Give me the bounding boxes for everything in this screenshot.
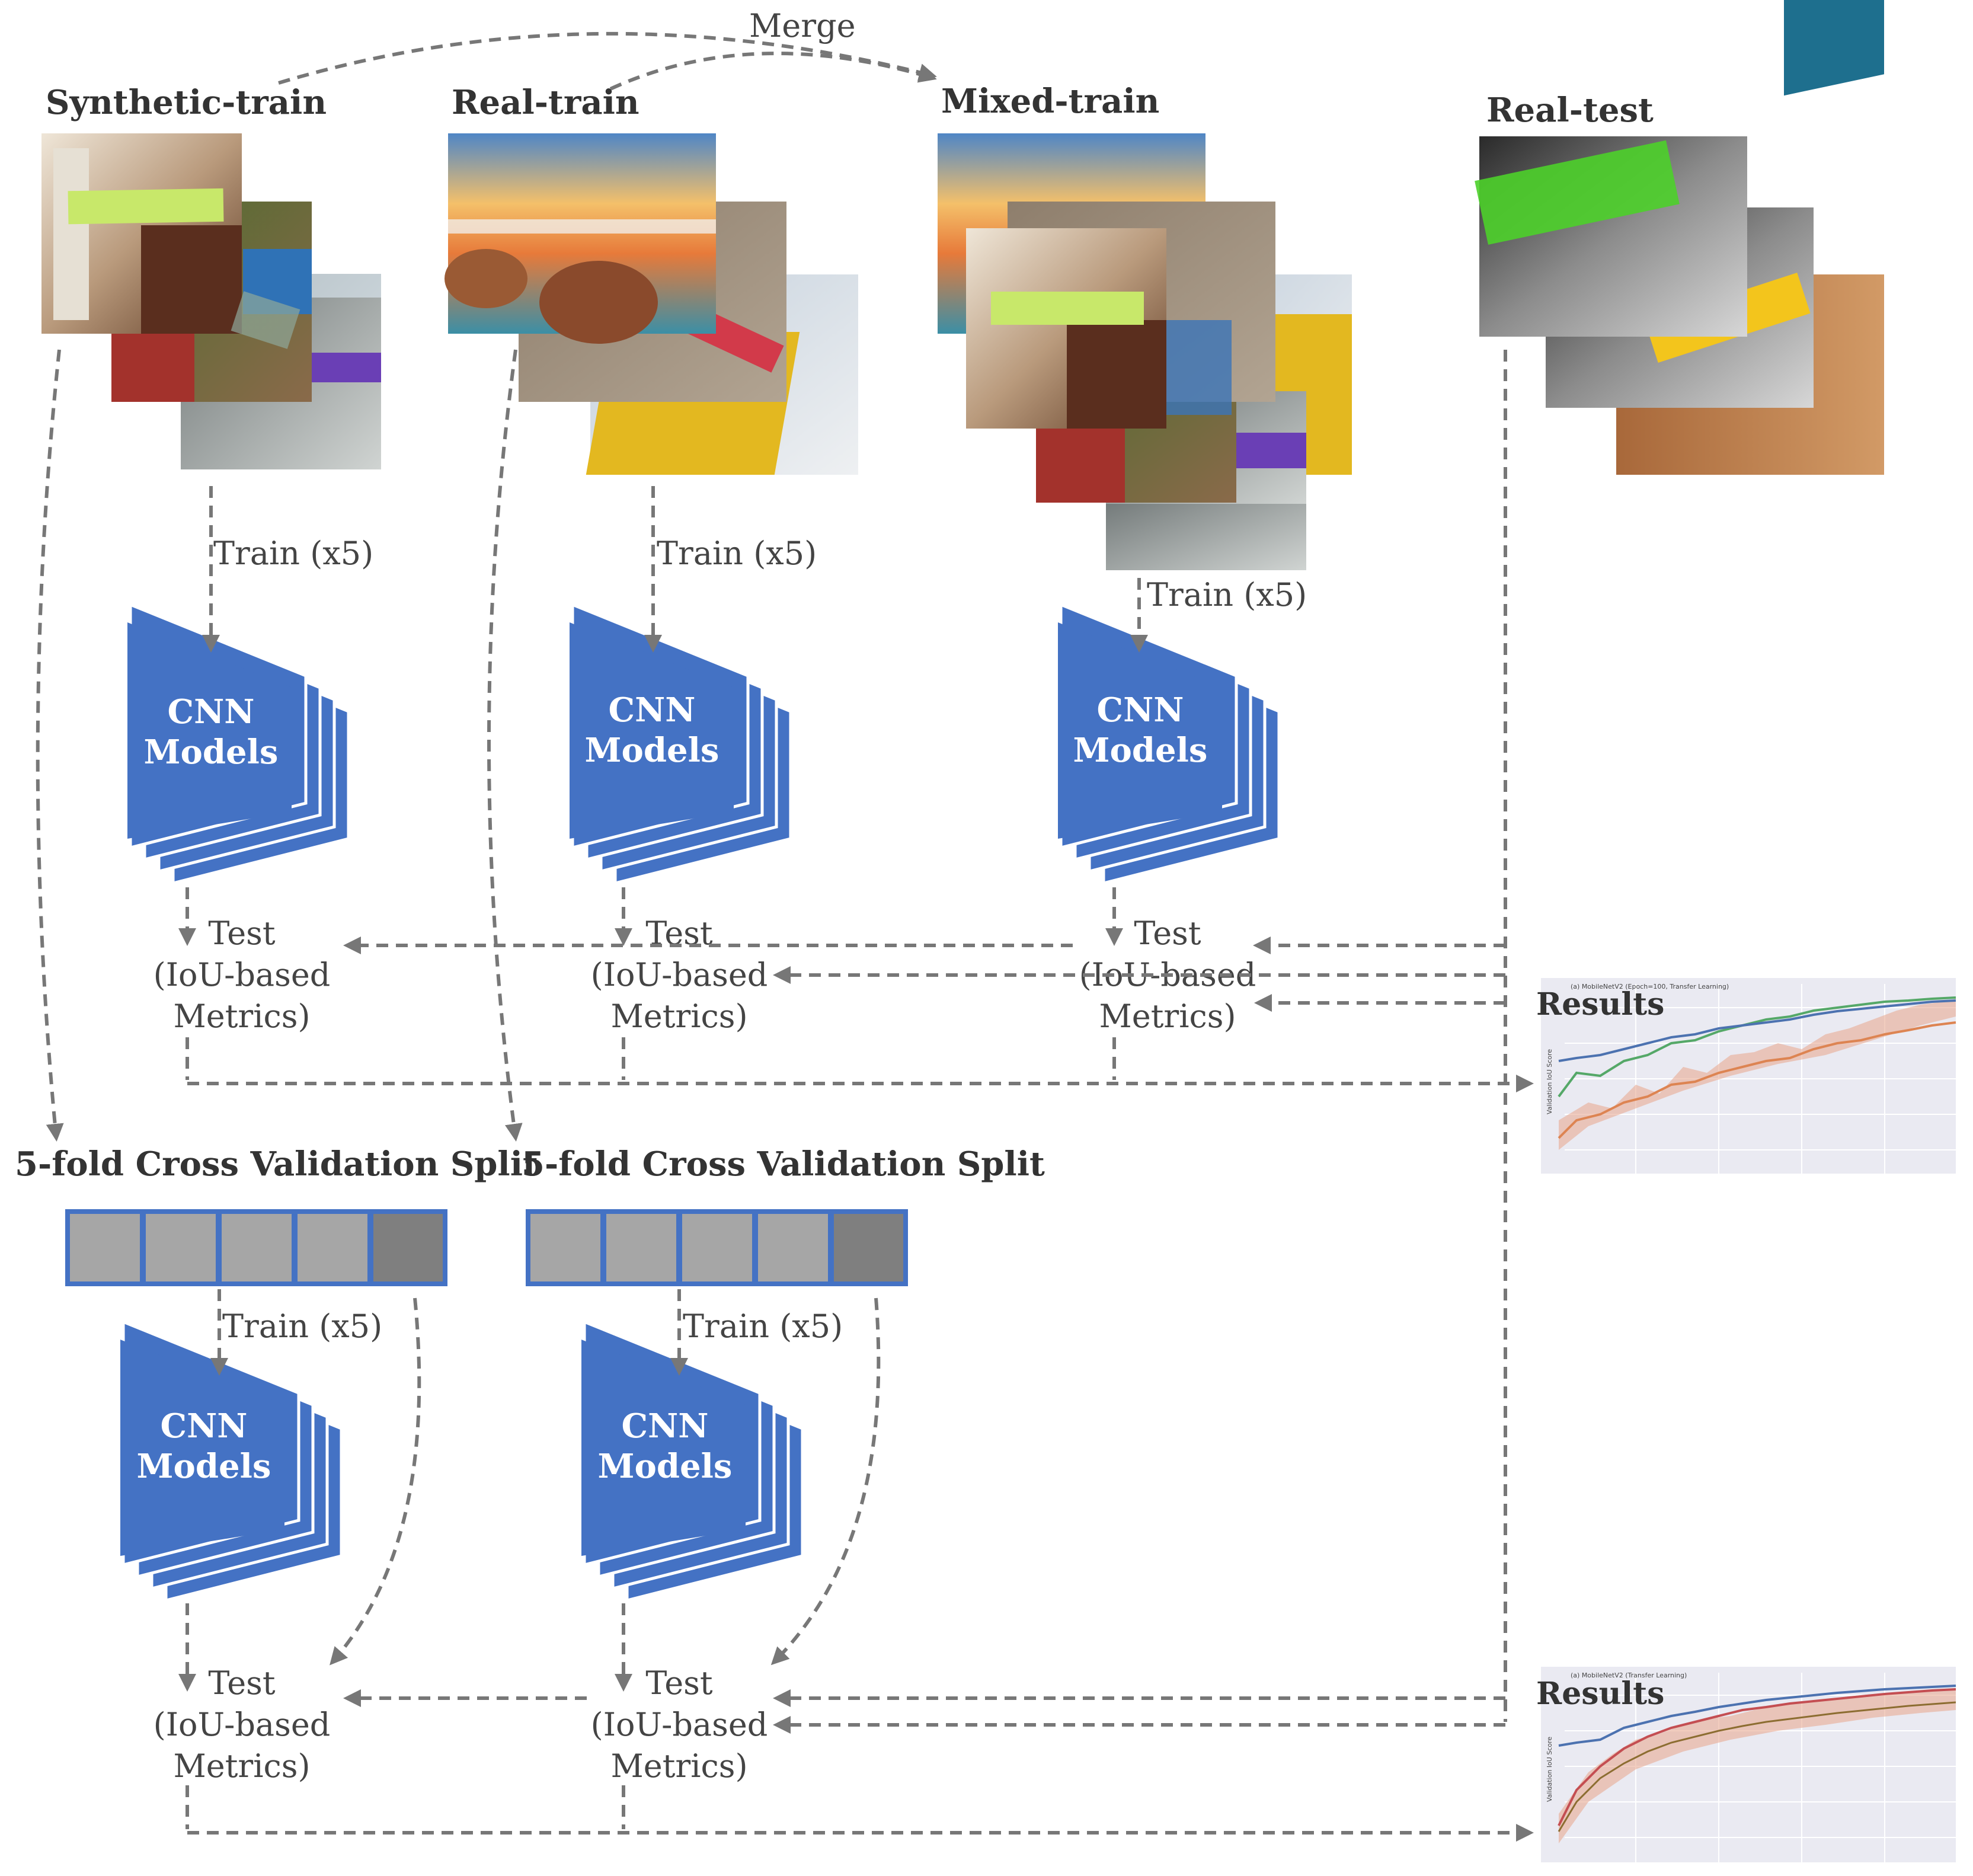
test-label-line2: (IoU-based — [154, 1706, 331, 1743]
cnn-models-mixed: CNN Models — [1058, 602, 1281, 886]
cnn-label-line1: CNN — [622, 1407, 709, 1446]
results-label-top: Results — [1536, 986, 1664, 1022]
test-label-line3: Metrics) — [610, 998, 747, 1035]
cnn-label-line2: Models — [598, 1447, 733, 1486]
cnn-models-cv-real: CNN Models — [581, 1319, 804, 1603]
cnn-models-cv-synthetic: CNN Models — [120, 1319, 343, 1603]
cnn-models-synthetic: CNN Models — [127, 602, 350, 886]
test-label-line3: Metrics) — [173, 1747, 310, 1785]
train-label-real: Train (x5) — [657, 535, 817, 572]
test-label-line3: Metrics) — [173, 998, 310, 1035]
test-label-line2: (IoU-based — [154, 956, 331, 993]
cnn-label-line2: Models — [585, 731, 720, 770]
test-label-line3: Metrics) — [1099, 998, 1236, 1035]
test-label-line3: Metrics) — [610, 1747, 747, 1785]
cv-split-title-real: 5-fold Cross Validation Split — [522, 1145, 1045, 1184]
test-label-line2: (IoU-based — [591, 1706, 768, 1743]
train-label-mixed: Train (x5) — [1147, 576, 1307, 613]
test-label-line1: Test — [208, 1664, 275, 1702]
synthetic-train-title: Synthetic-train — [46, 83, 327, 122]
test-label-line1: Test — [645, 1664, 712, 1702]
chart-ylabel-top: Validation IoU Score — [1546, 1049, 1553, 1114]
real-test-title: Real-test — [1486, 91, 1654, 130]
train-label-synthetic: Train (x5) — [213, 535, 373, 572]
chart-ylabel-bottom: Validation IoU Score — [1546, 1737, 1553, 1802]
test-block-cv-real: Test (IoU-based Metrics) — [591, 1664, 768, 1785]
cv-split-title-synthetic: 5-fold Cross Validation Split — [15, 1145, 538, 1184]
cnn-label-line1: CNN — [161, 1407, 248, 1446]
merge-label: Merge — [749, 7, 856, 44]
fold-bar-real — [526, 1209, 908, 1286]
real-train-title: Real-train — [452, 83, 639, 122]
cnn-label-line1: CNN — [168, 692, 255, 731]
real-image-stack — [445, 133, 858, 475]
real-test-image-stack — [1475, 0, 1884, 475]
test-block-real: Test (IoU-based Metrics) — [591, 915, 768, 1035]
chart-title-top: (a) MobileNetV2 (Epoch=100, Transfer Lea… — [1571, 983, 1729, 990]
results-chart-bottom: (a) MobileNetV2 (Transfer Learning) Vali… — [1536, 1667, 1956, 1862]
results-chart-top: (a) MobileNetV2 (Epoch=100, Transfer Lea… — [1536, 978, 1956, 1174]
train-label-cv-real: Train (x5) — [683, 1308, 843, 1345]
cnn-label-line1: CNN — [609, 691, 696, 730]
cnn-label-line1: CNN — [1097, 691, 1184, 730]
cnn-label-line2: Models — [1073, 731, 1208, 770]
mixed-train-title: Mixed-train — [941, 82, 1159, 121]
synthetic-image-stack — [41, 133, 381, 469]
chart-title-bottom: (a) MobileNetV2 (Transfer Learning) — [1571, 1672, 1687, 1679]
test-label-line1: Test — [1134, 915, 1201, 952]
cnn-models-real: CNN Models — [570, 602, 792, 886]
fold-bar-synthetic — [65, 1209, 447, 1286]
results-label-bottom: Results — [1536, 1676, 1664, 1712]
test-label-line1: Test — [208, 915, 275, 952]
test-label-line2: (IoU-based — [591, 956, 768, 993]
cnn-label-line2: Models — [137, 1447, 271, 1486]
cnn-label-line2: Models — [144, 733, 279, 772]
test-block-synthetic: Test (IoU-based Metrics) — [154, 915, 331, 1035]
mixed-image-stack — [938, 133, 1352, 570]
test-block-cv-synthetic: Test (IoU-based Metrics) — [154, 1664, 331, 1785]
flow-arrows — [36, 31, 1534, 1842]
train-label-cv-synthetic: Train (x5) — [222, 1308, 382, 1345]
